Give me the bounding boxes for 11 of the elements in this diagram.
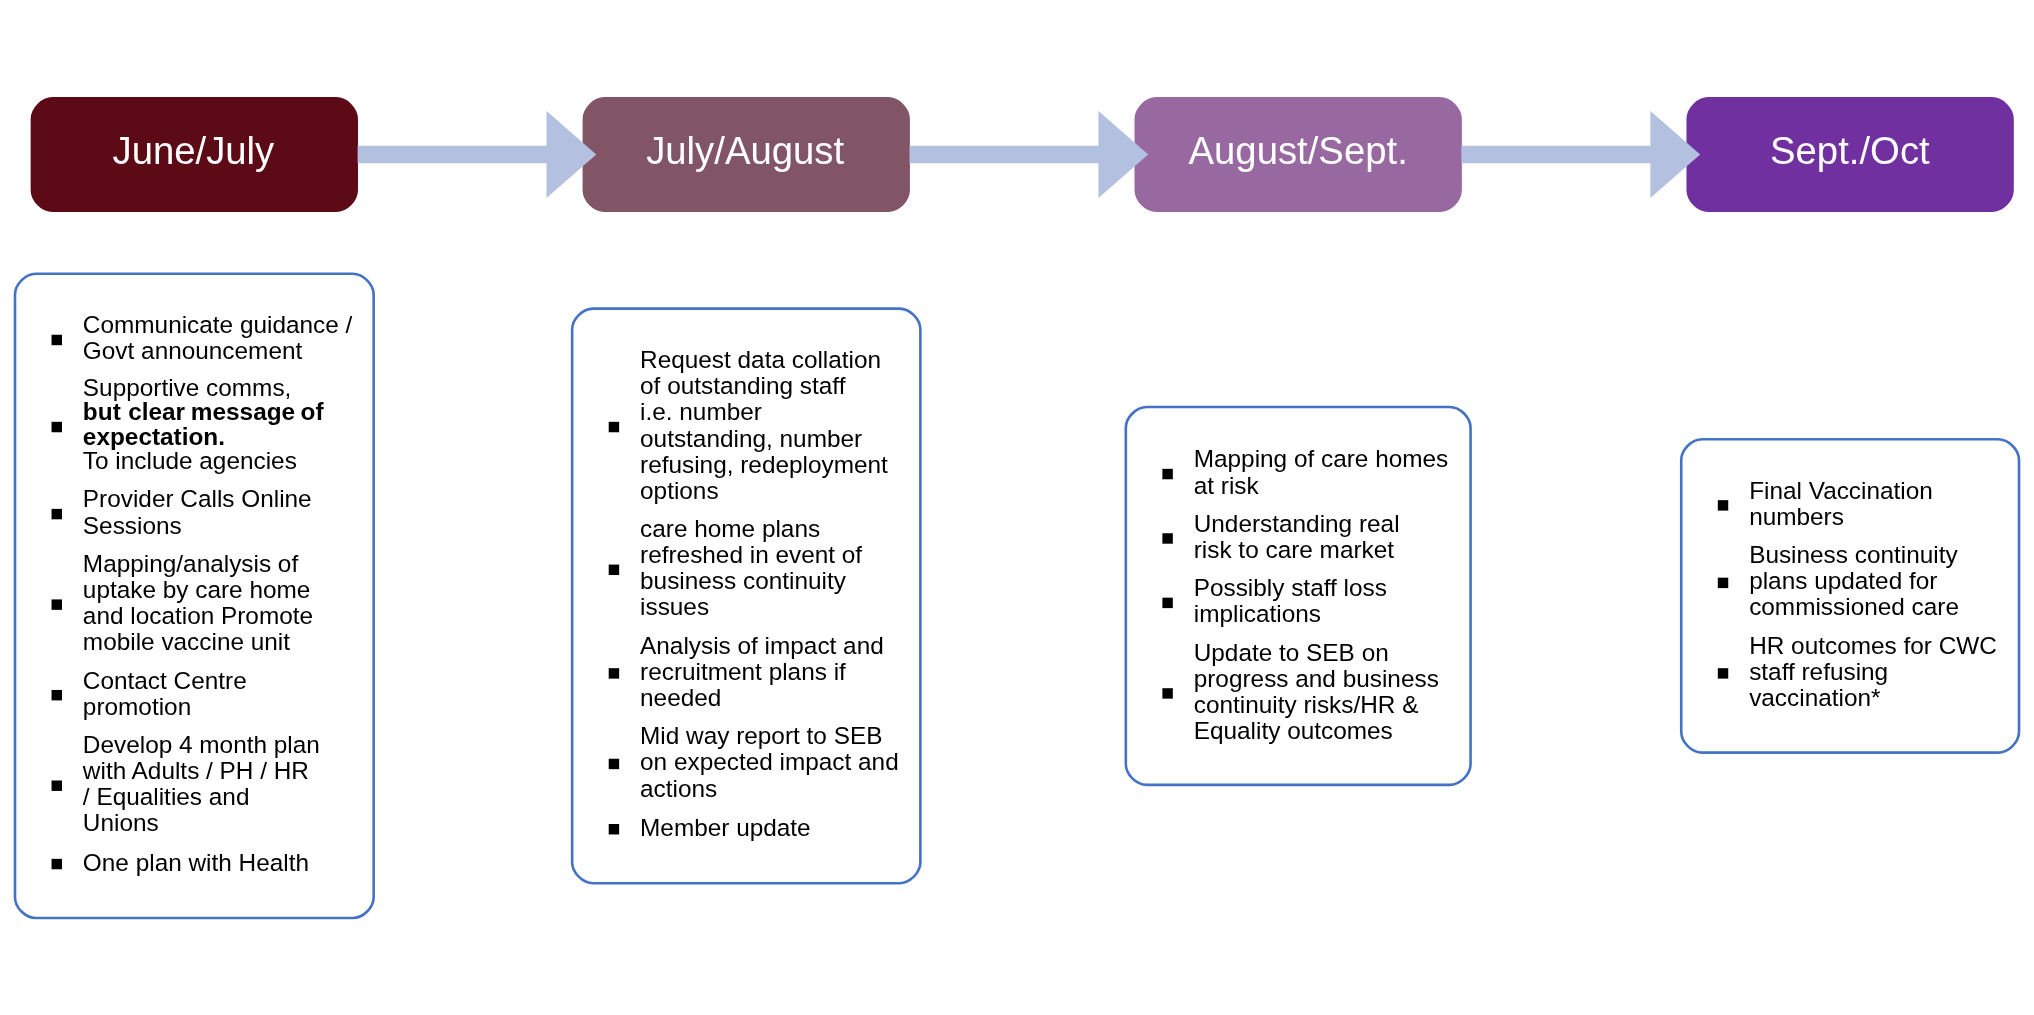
arrow (909, 110, 1149, 198)
node-box: August/Sept. (1134, 96, 1462, 212)
arrow (1461, 110, 1701, 198)
node-box: Mapping of care homes at risk Understanding real risk to care market Possibly staff loss implications Update to SEB on progress and business continuity risks/HR & Equality outcomes (1124, 405, 1472, 786)
node-box: July/August (582, 96, 910, 212)
node-box: Request data collation of outstanding staff i.e. number outstanding, number refusing, redeployment options care home plans refreshed in event of business continuity issues Analysis of impact and recruitment plans if needed Mid way report to SEB on expected impact and actions Member update (570, 306, 922, 884)
node-box: Communicate guidance / Govt announcement Supportive comms, but clear message of expectation. To include agencies Provider Calls Online Sessions Mapping/analysis of uptake by care home and location Promote mobile vaccine unit Contact Centre promotion Develop 4 month plan with Adults / PH / HR / Equalities and Unions One plan with Health (13, 272, 375, 919)
node-box: Sept./Oct (1686, 96, 2014, 212)
node-box: Final Vaccination numbers Business continuity plans updated for commissioned care HR outcomes for CWC staff refusing vaccination* (1679, 437, 2021, 754)
node-box: June/July (30, 96, 358, 212)
arrow (357, 110, 597, 198)
